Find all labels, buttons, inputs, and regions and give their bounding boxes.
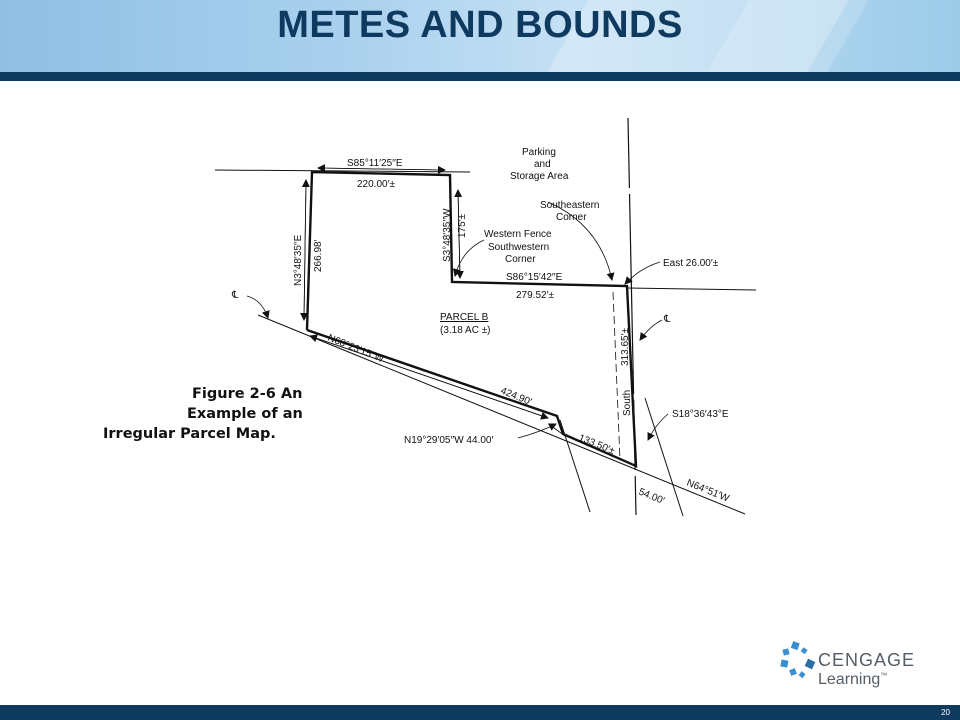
leader-jog bbox=[517, 423, 557, 439]
label-bearing-left: N3°48′35′′E bbox=[293, 234, 304, 286]
logo-wordmark: CENGAGE bbox=[818, 650, 916, 670]
label-parking: Storage Area bbox=[510, 171, 569, 182]
road-line-top bbox=[214, 169, 471, 173]
figure-caption-line: Example of an bbox=[187, 406, 303, 422]
label-sw-corner: Southwestern bbox=[488, 242, 549, 253]
leader-centerline-left bbox=[246, 295, 270, 319]
label-distance-south-edge: 279.52′± bbox=[516, 290, 554, 301]
leader-se-corner bbox=[547, 201, 615, 281]
label-se-corner: Southeastern bbox=[540, 200, 600, 211]
label-distance-mid: 175′± bbox=[457, 213, 468, 238]
label-se-corner: Corner bbox=[556, 212, 587, 223]
label-parking: Parking bbox=[522, 147, 556, 158]
label-distance-east-vertical: 313.65′± bbox=[620, 328, 631, 366]
parcel-boundary bbox=[305, 170, 638, 468]
label-east: East 26.00′± bbox=[663, 258, 719, 269]
dim-arrow-left bbox=[300, 179, 309, 321]
leader-road-bearing bbox=[647, 413, 669, 441]
label-distance-top: 220.00′± bbox=[357, 179, 395, 190]
label-distance-left: 266.98′ bbox=[313, 239, 324, 272]
label-western-fence: Western Fence bbox=[484, 229, 552, 240]
dim-arrow-diagonal bbox=[309, 334, 549, 419]
logo-subtitle: Learning™ bbox=[818, 671, 887, 689]
figure-caption-line: Figure 2-6 An bbox=[192, 386, 302, 402]
label-parcel-name: PARCEL B bbox=[440, 312, 489, 323]
slide-footer bbox=[0, 705, 960, 720]
label-parking: and bbox=[534, 159, 551, 170]
slide-title: METES AND BOUNDS bbox=[277, 4, 683, 46]
logo-subtitle-text: Learning bbox=[818, 671, 881, 688]
road-line-east-branch bbox=[626, 287, 757, 291]
label-distance-bottom: 54.00′ bbox=[637, 487, 666, 507]
page-number: 20 bbox=[941, 708, 950, 717]
slide-header: METES AND BOUNDS bbox=[0, 0, 960, 72]
dim-line-east bbox=[612, 291, 621, 461]
label-bearing-diagonal: N68°23′15′′W bbox=[326, 333, 386, 366]
label-bearing-bottom: N64°51′W bbox=[685, 478, 731, 505]
figure-caption-line: Irregular Parcel Map. bbox=[103, 426, 276, 442]
label-south: South bbox=[622, 390, 633, 416]
leader-centerline-right bbox=[639, 319, 663, 341]
label-bearing-road: S18°36′43°E bbox=[672, 409, 729, 420]
label-sw-corner: Corner bbox=[505, 254, 536, 265]
label-bearing-mid: S3°48′35′′W bbox=[442, 208, 453, 262]
leader-sw-corner bbox=[452, 239, 485, 277]
leader-east bbox=[624, 261, 661, 285]
road-line-diagonal bbox=[257, 314, 746, 515]
logo-trademark: ™ bbox=[880, 672, 888, 680]
label-distance-diagonal: 424.90′ bbox=[499, 386, 533, 408]
road-line-southeast bbox=[644, 397, 684, 517]
dim-arrow-top bbox=[317, 164, 446, 173]
label-bearing-south-edge: S86°15′42′′E bbox=[506, 272, 563, 283]
dim-tick bbox=[549, 424, 566, 437]
header-divider bbox=[0, 72, 960, 81]
cengage-logo-icon bbox=[780, 641, 816, 679]
label-bearing-jog: N19°29′05′′W 44.00′ bbox=[404, 435, 493, 446]
label-centerline-right: ℄ bbox=[663, 314, 671, 325]
label-centerline-left: ℄ bbox=[231, 290, 239, 301]
label-parcel-area: (3.18 AC ±) bbox=[440, 325, 491, 336]
label-bearing-top: S85°11′25′′E bbox=[347, 158, 403, 169]
